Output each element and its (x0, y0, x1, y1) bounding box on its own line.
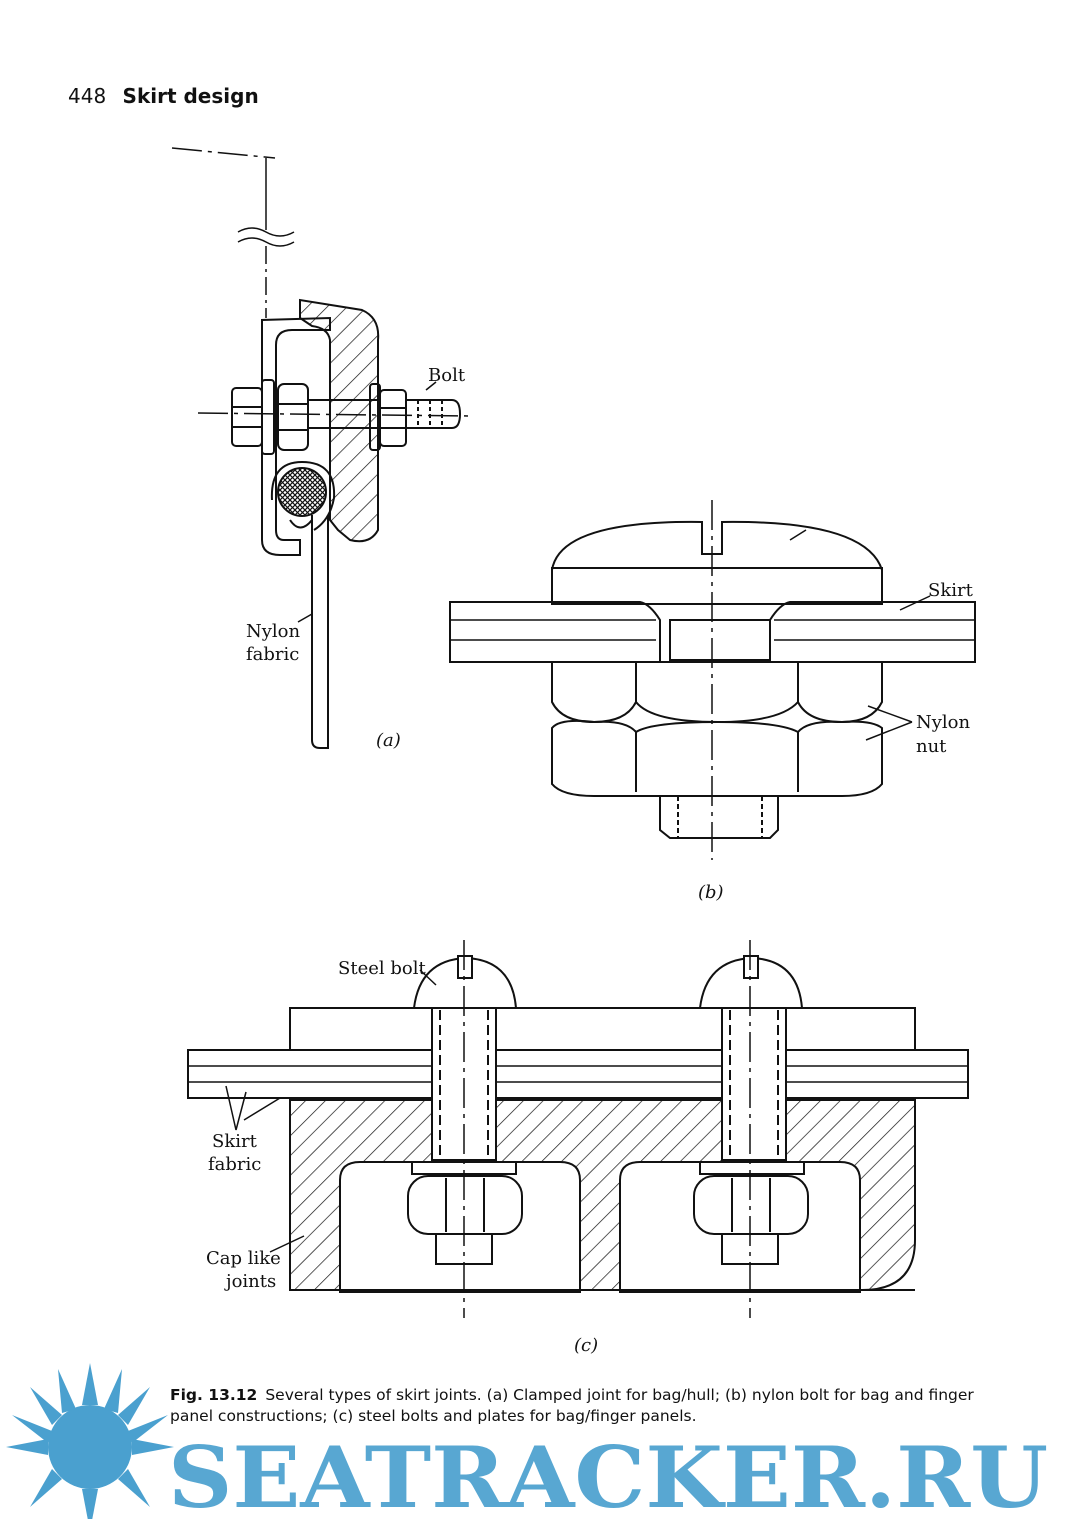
page-header: 448 Skirt design (68, 84, 259, 108)
label-nylon-fabric-2: fabric (246, 644, 299, 665)
figure-caption-text: Several types of skirt joints. (a) Clamp… (170, 1386, 974, 1425)
label-cap-like-2: joints (224, 1271, 276, 1292)
figure-c-steel-bolts (187, 940, 969, 1318)
label-steel-bolt: Steel bolt (338, 958, 426, 979)
label-nylon-nut-2: nut (916, 736, 947, 757)
label-nylon-nut-1: Nylon (916, 712, 971, 733)
label-skirt-fabric-2: fabric (208, 1154, 261, 1175)
page-number: 448 (68, 84, 107, 108)
figure-number: Fig. 13.12 (170, 1386, 258, 1404)
label-bolt: Bolt (428, 365, 466, 386)
watermark-text: SEATRACKER.RU (168, 1428, 1048, 1519)
label-skirt: Skirt (928, 580, 974, 601)
watermark-logo: SEATRACKER.RU (6, 1363, 1048, 1519)
caption-tag-c: (c) (574, 1335, 598, 1356)
caption-tag-b: (b) (698, 882, 724, 903)
label-nylon-fabric-1: Nylon (246, 621, 301, 642)
caption-tag-a: (a) (376, 730, 401, 751)
label-cap-like-1: Cap like (206, 1248, 281, 1269)
label-skirt-fabric-1: Skirt (212, 1131, 258, 1152)
sun-burst-icon (6, 1363, 174, 1519)
figure-a-clamped-joint (171, 147, 471, 749)
section-title: Skirt design (122, 84, 259, 108)
figure-b-nylon-bolt (449, 500, 976, 860)
